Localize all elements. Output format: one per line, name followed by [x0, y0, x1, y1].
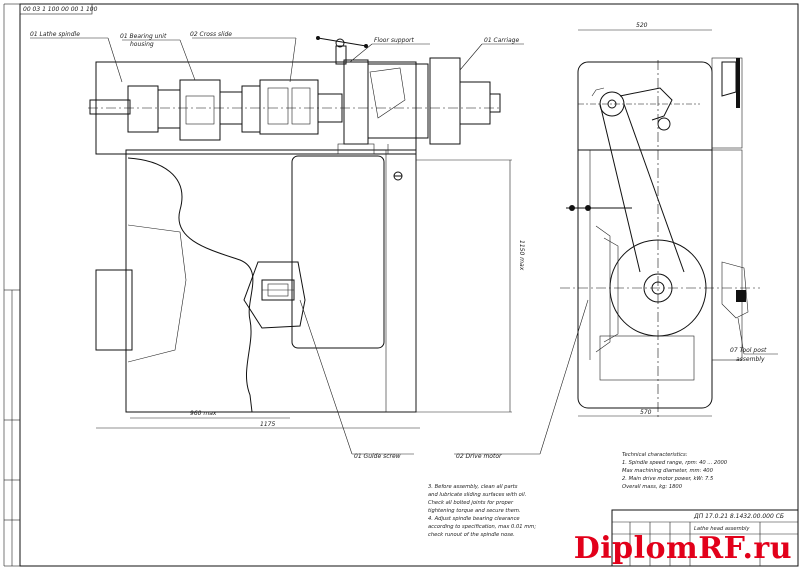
- title-block-name: Lathe head assembly: [694, 526, 750, 532]
- callout-guide-screw: 01 Guide screw: [354, 453, 401, 460]
- title-block-code: ДП 17.0.21 8.1432.00.000 СБ: [693, 513, 784, 520]
- vertical-slide: [343, 59, 369, 145]
- svg-text:tightening torque and secure t: tightening torque and secure them.: [428, 508, 521, 514]
- svg-text:Check all bolted joints for pr: Check all bolted joints for proper: [428, 500, 514, 506]
- dim-bottom-right: 570: [640, 409, 652, 416]
- callout-bearing-unit-2: housing: [130, 41, 154, 48]
- svg-text:according to specification, ma: according to specification, max 0.01 mm;: [428, 524, 536, 530]
- tension-arm: [619, 87, 673, 121]
- notes-left: 3. Before assembly, clean all parts and …: [428, 484, 536, 538]
- svg-text:and lubricate sliding surfaces: and lubricate sliding surfaces with oil.: [428, 492, 526, 498]
- front-view: [88, 36, 501, 413]
- svg-text:Max machining diameter, mm: 40: Max machining diameter, mm: 400: [622, 468, 714, 474]
- callout-cross-slide: 02 Cross slide: [190, 31, 232, 38]
- svg-text:4. Adjust spindle bearing clea: 4. Adjust spindle bearing clearance: [428, 516, 520, 522]
- notes-right: Technical characteristics: 1. Spindle sp…: [622, 452, 728, 490]
- callout-lathe-spindle: 01 Lathe spindle: [30, 31, 80, 38]
- watermark-logo: DiplomRF.ru: [573, 531, 792, 566]
- top-stamp: 00 03 1 100 00 00 1 100: [23, 6, 98, 13]
- side-view: [560, 57, 778, 420]
- sheet-border: [19, 3, 799, 567]
- callout-floor-support: Floor support: [374, 37, 415, 44]
- dim-bottom-inner: 960 max: [190, 410, 217, 417]
- access-door: [291, 155, 385, 349]
- front-dims: [96, 159, 512, 429]
- detail-window: [243, 261, 306, 329]
- front-leaders: [30, 37, 589, 455]
- svg-text:2. Main drive motor power, kW:: 2. Main drive motor power, kW: 7.5: [622, 476, 714, 482]
- callout-tool-post: 07 Tool post: [730, 347, 767, 354]
- machine-base: [125, 149, 417, 413]
- dim-bottom-total: 1175: [260, 421, 275, 428]
- callout-carriage: 01 Carriage: [484, 37, 519, 44]
- callout-bearing-unit: 01 Bearing unit: [120, 33, 167, 40]
- title-block: [611, 509, 799, 567]
- callout-drive-motor: 02 Drive motor: [456, 453, 502, 460]
- break-line: [127, 157, 254, 413]
- svg-text:check runout of the spindle no: check runout of the spindle nose.: [428, 532, 515, 538]
- svg-text:3. Before assembly, clean all: 3. Before assembly, clean all parts: [428, 484, 518, 490]
- svg-text:Overall mass, kg: 1800: Overall mass, kg: 1800: [622, 484, 683, 490]
- dim-top-right: 520: [636, 22, 648, 29]
- side-housing: [577, 61, 713, 409]
- callout-tool-post-2: assembly: [736, 356, 765, 363]
- svg-text:1. Spindle speed range, rpm: 4: 1. Spindle speed range, rpm: 40 ... 2000: [622, 460, 728, 466]
- svg-text:Technical characteristics:: Technical characteristics:: [622, 452, 688, 458]
- dim-vertical: 1150 max: [518, 240, 525, 271]
- carriage: [367, 63, 429, 139]
